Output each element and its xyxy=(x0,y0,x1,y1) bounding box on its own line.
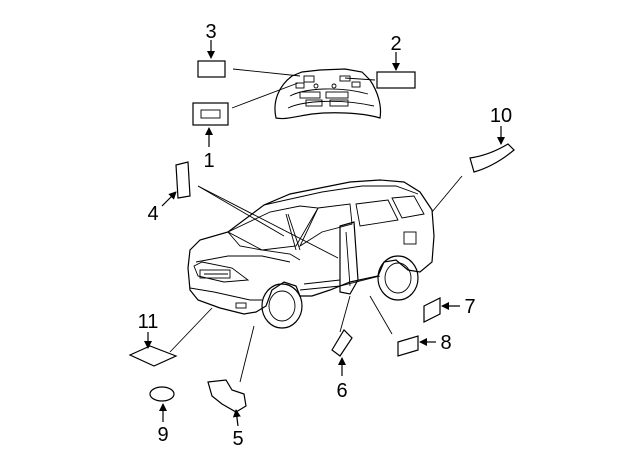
callout-1: 1 xyxy=(203,150,214,172)
part-11-label xyxy=(128,345,178,367)
callout-9: 9 xyxy=(157,424,168,446)
part-8-label xyxy=(397,335,419,357)
callout-numbers: 3 2 1 4 5 6 7 8 9 10 11 xyxy=(138,21,513,450)
part-2-label xyxy=(376,71,416,89)
callout-10: 10 xyxy=(490,105,512,127)
part-5-label xyxy=(207,379,247,413)
callout-4: 4 xyxy=(147,203,158,225)
vehicle-body xyxy=(187,179,435,329)
callout-arrows xyxy=(144,40,505,427)
callout-6: 6 xyxy=(336,380,347,402)
part-6-label xyxy=(331,329,353,357)
callout-2: 2 xyxy=(390,33,401,55)
part-labels xyxy=(128,60,515,413)
part-10-label xyxy=(469,143,515,173)
part-3-label xyxy=(197,60,226,78)
hood-underside xyxy=(274,68,382,120)
callout-3: 3 xyxy=(205,21,216,43)
callout-7: 7 xyxy=(464,296,475,318)
part-7-label xyxy=(423,297,441,323)
part-4-label xyxy=(175,161,191,199)
callout-11: 11 xyxy=(138,311,159,333)
leader-lines xyxy=(169,68,463,383)
callout-5: 5 xyxy=(232,428,243,450)
callout-8: 8 xyxy=(440,332,451,354)
part-9-label xyxy=(149,386,175,402)
part-1-label xyxy=(192,102,229,126)
